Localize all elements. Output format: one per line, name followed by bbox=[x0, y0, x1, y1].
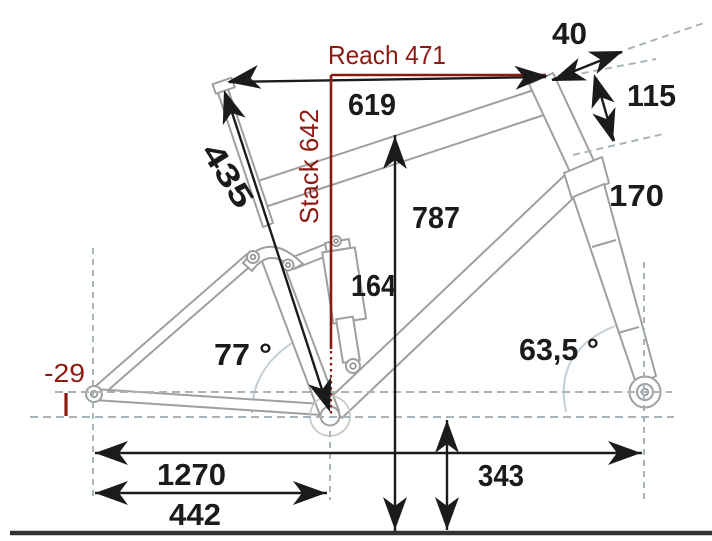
wheelbase-label: 1270 bbox=[157, 457, 226, 492]
chain-stay bbox=[93, 388, 323, 416]
head-angle-arc bbox=[562, 325, 616, 413]
head-tube bbox=[528, 72, 596, 175]
shock-shaft bbox=[335, 315, 361, 364]
standover-height: 787 bbox=[412, 200, 460, 235]
arrowhead bbox=[435, 420, 459, 453]
fork-length: 170 bbox=[609, 178, 664, 213]
arrowhead bbox=[308, 376, 332, 412]
seat-tube-dimension-line bbox=[224, 93, 330, 409]
dimension-labels: Reach 471 Stack 642 619 40 115 170 787 1… bbox=[44, 16, 676, 532]
arrowhead bbox=[222, 90, 246, 126]
stack-label: Stack 642 bbox=[294, 109, 324, 224]
bb-height-label: 343 bbox=[478, 458, 524, 493]
fork-stanchion-joint bbox=[591, 239, 617, 248]
fork-lower-joint bbox=[617, 326, 640, 334]
arrowhead bbox=[95, 441, 128, 465]
seat-angle-label: 77 ° bbox=[214, 337, 272, 372]
top-tube-dimension-line bbox=[228, 75, 547, 84]
arrowhead bbox=[514, 65, 548, 90]
arrowhead bbox=[95, 481, 128, 505]
arrowhead bbox=[587, 51, 623, 75]
frame-drawing bbox=[85, 72, 662, 437]
arrowhead bbox=[435, 497, 459, 530]
arrowhead bbox=[591, 74, 615, 110]
head-tube-bottom-dashed-line bbox=[572, 133, 664, 156]
head-tube-length: 115 bbox=[627, 78, 676, 113]
arrowhead bbox=[227, 64, 262, 89]
bb-drop-label: -29 bbox=[44, 358, 85, 388]
arrowhead bbox=[608, 441, 641, 465]
head-angle-label: 63,5 ° bbox=[519, 332, 599, 367]
fork-leg bbox=[572, 183, 657, 387]
arrowhead bbox=[383, 136, 407, 169]
rocker-pivot-rear-axle bbox=[284, 261, 291, 268]
arrowhead bbox=[293, 481, 326, 505]
arrowhead bbox=[383, 497, 407, 530]
spacer-length: 40 bbox=[552, 16, 587, 51]
fork-crown bbox=[563, 156, 610, 200]
shock-eyelet-axle bbox=[349, 362, 357, 370]
dimension-lines bbox=[64, 50, 642, 531]
shock-top-pivot-axle bbox=[333, 238, 339, 244]
reach-label: Reach 471 bbox=[328, 40, 446, 70]
rocker-pivot-front-axle bbox=[249, 253, 257, 261]
arrowhead bbox=[592, 106, 616, 142]
shock-length: 164 bbox=[351, 268, 397, 303]
top-tube-length: 619 bbox=[348, 87, 396, 122]
arrowhead bbox=[552, 57, 588, 81]
chainstay-label: 442 bbox=[169, 497, 221, 532]
seat-stay bbox=[89, 253, 256, 400]
steerer-extension-dashed-line bbox=[627, 21, 708, 50]
